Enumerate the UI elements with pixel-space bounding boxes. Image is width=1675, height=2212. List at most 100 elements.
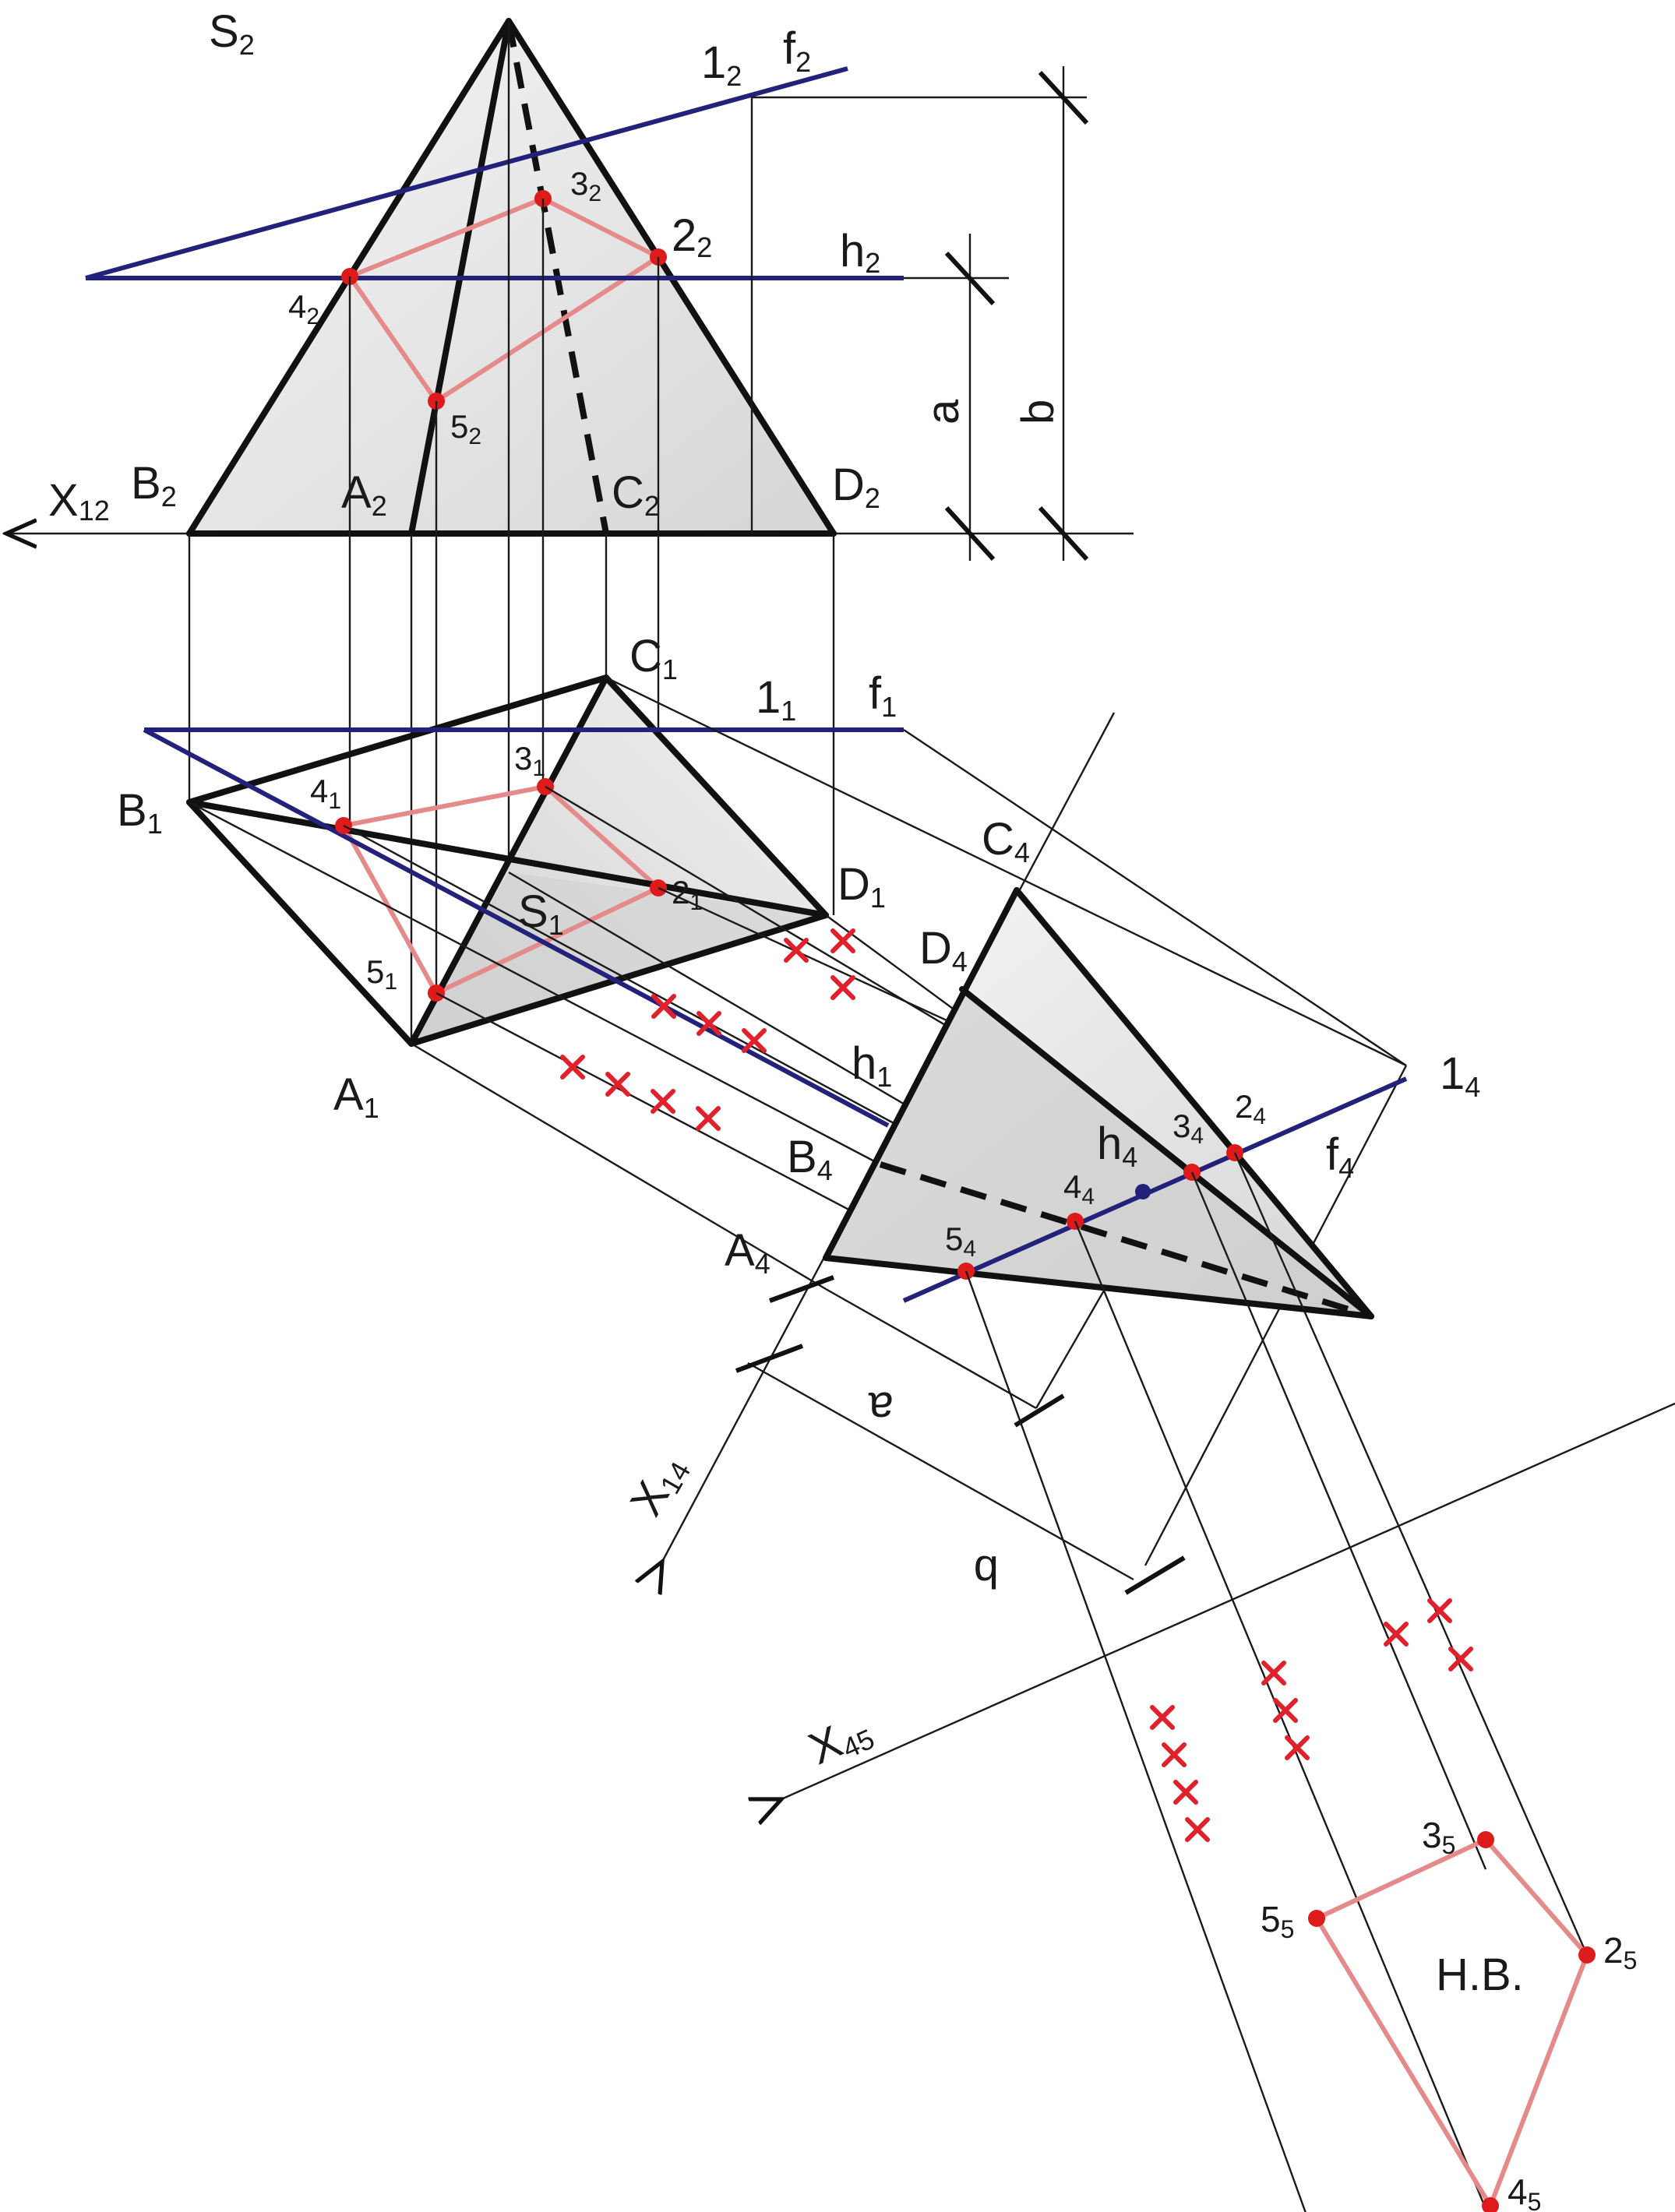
section-true-size [1314,1837,1589,2208]
cross-mark [605,1072,630,1097]
link-lines-45 [964,1152,1589,2212]
label-X14: X14 [620,1446,696,1525]
horizontal-line-h1 [143,727,890,1128]
trace-f4-ext [1144,1065,1408,1566]
face-fill-top-2 [411,872,826,1044]
edge-d1a1 [408,912,829,1047]
label-f4: f4 [1326,1129,1354,1184]
label-1-2: 12 [701,37,742,92]
label-A2: A2 [341,467,387,522]
label-2-1: 21 [672,874,703,915]
point-h4 [1135,1184,1151,1199]
dim-label-b-aux: b [974,1546,999,1597]
tick-a-bottom [944,505,996,562]
cross-mark [651,1089,675,1114]
equal-distance-marks [560,928,1473,1842]
label-C4: C4 [982,814,1030,868]
label-3-4: 34 [1172,1108,1204,1149]
label-3-1: 31 [514,740,545,781]
label-A4: A4 [725,1225,770,1280]
label-C1: C1 [629,631,678,685]
cross-mark [1273,1698,1298,1723]
axis-x45 [781,1402,1675,1799]
label-S2: S2 [209,6,255,61]
edge-a4s4 [823,1255,1374,1319]
cross-mark [1285,1735,1310,1760]
cross-mark [1261,1661,1286,1685]
label-h2: h2 [840,226,880,279]
label-1-1: 11 [756,672,796,727]
tick-a-top [944,251,996,306]
label-2-4: 24 [1235,1088,1266,1129]
edge-c4s4 [1014,887,1374,1319]
label-B4: B4 [787,1132,833,1186]
label-3-2: 32 [570,165,601,206]
label-4-2: 42 [288,288,319,329]
cross-mark [651,994,676,1019]
frontal-line-f2 [85,66,848,280]
tick-b-aux-2 [1124,1555,1186,1595]
cross-mark [742,1028,767,1053]
cross-mark [830,975,855,1000]
label-4-5: 45 [1508,2171,1541,2212]
cross-mark [696,1011,721,1036]
top-view [143,675,904,1128]
cross-mark [1448,1647,1473,1671]
edge-d4s4 [959,986,1374,1319]
dim-label-a: a [918,399,968,424]
edge-c4a4 [823,887,1020,1261]
label-B1: B1 [117,785,163,840]
point-4-true [1482,2197,1499,2212]
cross-mark [1185,1817,1210,1842]
label-5-5: 55 [1261,1899,1294,1943]
cross-mark [1384,1622,1409,1647]
tick-a-aux-2 [1014,1393,1065,1428]
dim-label-b: b [1013,400,1063,424]
cross-mark [1162,1742,1187,1767]
cross-mark [1427,1598,1452,1623]
edge-c1d1 [603,675,829,918]
label-A1: A1 [333,1069,379,1124]
label-B2: B2 [131,458,177,512]
label-2-2: 22 [672,210,712,263]
label-S1: S1 [518,886,564,941]
tick-a-aux-1 [768,1275,835,1303]
cross-mark [784,938,809,963]
cross-mark [696,1106,721,1131]
tick-b-bottom [1038,505,1089,562]
plane-trace-4 [902,1076,1408,1303]
label-3-5: 35 [1422,1815,1455,1859]
true-view [1308,1831,1596,2212]
label-5-4: 54 [945,1220,976,1262]
labels: S2 B2 A2 C2 D2 X12 12 f2 h2 22 32 42 52 … [48,6,1637,2212]
label-X12: X12 [48,475,110,527]
point-5-true [1308,1910,1325,1927]
tick-b-aux-1 [735,1344,804,1373]
label-1-4: 14 [1440,1048,1480,1103]
label-4-1: 41 [310,773,341,814]
point-3-true [1477,1831,1494,1848]
edge-a1b1 [186,799,414,1047]
label-D2: D2 [832,460,880,514]
label-2-5: 25 [1603,1930,1637,1974]
label-true-view: Н.В. [1436,1950,1524,2000]
edge-b1c1 [186,675,609,805]
label-C2: C2 [612,467,660,522]
auxiliary-view [735,887,1408,1595]
label-D1: D1 [838,859,886,914]
cross-mark [830,928,855,953]
label-5-2: 52 [450,408,481,449]
point-2-true [1578,1946,1596,1964]
tick-b-top [1038,70,1089,125]
label-h1: h1 [852,1038,892,1093]
label-f2: f2 [783,23,811,78]
label-D4: D4 [919,923,968,977]
label-5-1: 51 [366,953,397,995]
label-4-4: 44 [1063,1168,1095,1210]
edge-a1c1 [408,675,609,1047]
cross-mark [1173,1780,1198,1805]
label-f1: f1 [869,668,897,723]
hidden-edge-b4s4 [879,1161,1373,1319]
